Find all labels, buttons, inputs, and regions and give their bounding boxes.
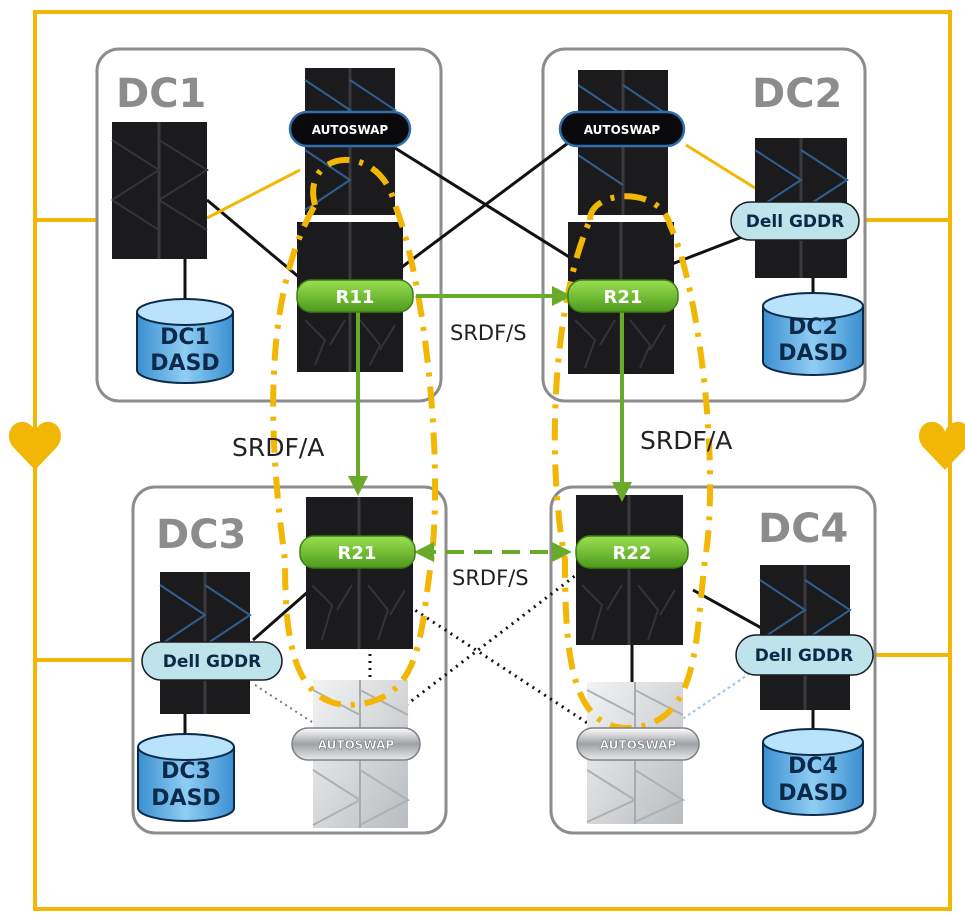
dc4-dasd-label-line1: DC4 bbox=[788, 754, 838, 779]
dc2-volume-label: R21 bbox=[604, 287, 643, 308]
dc3-gddr-label: Dell GDDR bbox=[163, 652, 261, 672]
dc1-autoswap-label: AUTOSWAP bbox=[312, 123, 389, 137]
dc4-gddr-badge: Dell GDDR bbox=[735, 634, 874, 676]
dc2-label: DC2 bbox=[752, 71, 842, 117]
dc1-autoswap-badge: AUTOSWAP bbox=[288, 110, 412, 148]
connection-lines bbox=[183, 138, 815, 740]
dc3-autoswap-label: AUTOSWAP bbox=[318, 738, 395, 752]
dc2-autoswap-badge: AUTOSWAP bbox=[558, 110, 686, 148]
srdf-a-label-dc1-dc3: SRDF/A bbox=[232, 433, 324, 462]
dc1-label: DC1 bbox=[116, 71, 206, 117]
dc4-label: DC4 bbox=[758, 506, 848, 552]
dc3-label: DC3 bbox=[156, 512, 246, 558]
dc4-gddr-label: Dell GDDR bbox=[755, 646, 853, 666]
dc1-volume-ring: R11 bbox=[296, 279, 414, 313]
dc3-dasd: DC3 DASD bbox=[137, 733, 235, 822]
dc2-dc4-autoswap-group-outline bbox=[551, 193, 714, 732]
dc3-storage-array bbox=[306, 497, 413, 649]
dc3-dasd-label-line2: DASD bbox=[151, 786, 220, 811]
srdf-a-label-dc2-dc4: SRDF/A bbox=[640, 426, 732, 455]
dc1-mainframe bbox=[111, 122, 209, 259]
srdf-s-label-dc3-dc4: SRDF/S bbox=[452, 566, 529, 590]
dc3-volume-label: R21 bbox=[338, 543, 377, 564]
heart-icon-left bbox=[9, 421, 61, 470]
dc2-dasd-label-line2: DASD bbox=[778, 341, 847, 366]
dc4-autoswap-label: AUTOSWAP bbox=[600, 738, 677, 752]
dc4-autoswap-badge: AUTOSWAP bbox=[576, 727, 700, 761]
dc2-gddr-badge: Dell GDDR bbox=[730, 201, 860, 241]
dc1-dasd-label-line1: DC1 bbox=[160, 325, 210, 350]
dc2-dasd-label-line1: DC2 bbox=[788, 315, 838, 340]
dc3-volume-ring: R21 bbox=[299, 535, 416, 569]
dc1-dc3-autoswap-group-outline bbox=[270, 156, 439, 709]
srdf-s-label-dc1-dc2: SRDF/S bbox=[450, 321, 527, 345]
dc1-volume-label: R11 bbox=[336, 287, 375, 308]
dc2-volume-ring: R21 bbox=[567, 279, 679, 313]
dc3-dasd-label-line1: DC3 bbox=[161, 759, 211, 784]
dc4-dasd-label-line2: DASD bbox=[778, 781, 847, 806]
dc1-dasd: DC1 DASD bbox=[136, 298, 234, 384]
yellow-local-links bbox=[206, 143, 756, 220]
dc4-volume-ring: R22 bbox=[575, 535, 689, 569]
dc3-autoswap-badge: AUTOSWAP bbox=[291, 727, 421, 761]
dc4-dasd: DC4 DASD bbox=[762, 728, 864, 816]
dc2-autoswap-label: AUTOSWAP bbox=[584, 123, 661, 137]
dc3-gddr-badge: Dell GDDR bbox=[141, 641, 283, 681]
dc2-gddr-label: Dell GDDR bbox=[746, 212, 844, 232]
dc2-dasd: DC2 DASD bbox=[762, 292, 864, 376]
dc1-dasd-label-line2: DASD bbox=[150, 351, 219, 376]
heart-icon-right bbox=[919, 421, 965, 470]
dc4-volume-label: R22 bbox=[613, 543, 652, 564]
dc4-storage-array bbox=[576, 495, 683, 645]
